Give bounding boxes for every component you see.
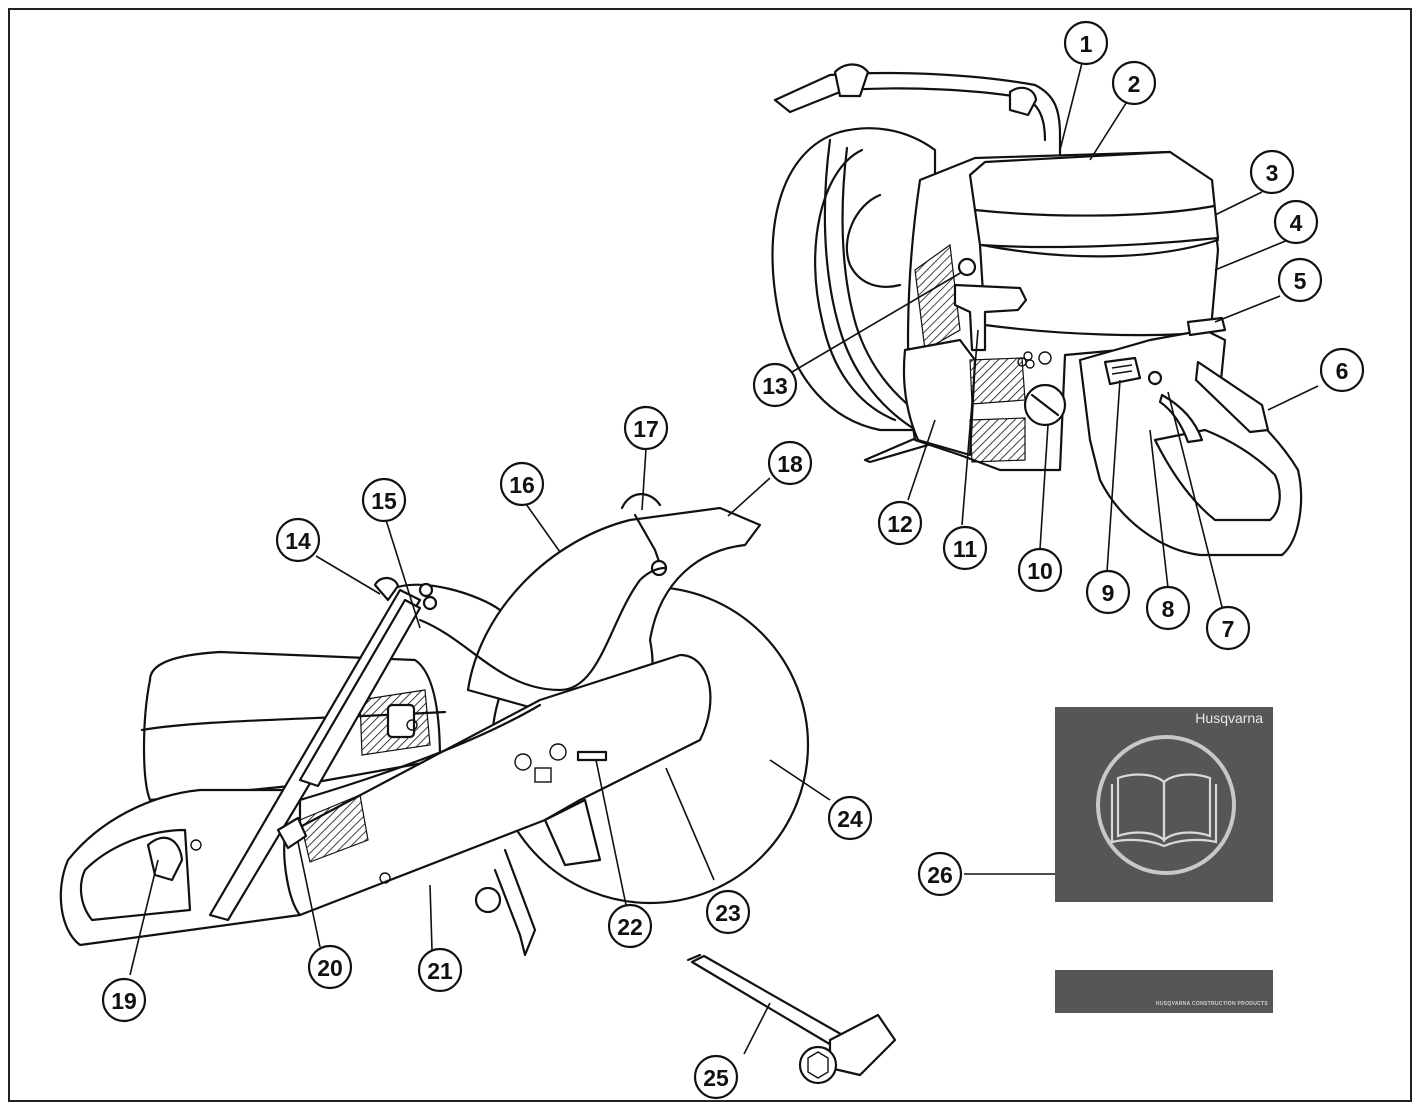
callout-circle xyxy=(361,477,407,523)
callout-5: 5 xyxy=(1277,257,1323,303)
callout-circle xyxy=(623,405,669,451)
callout-7: 7 xyxy=(1205,605,1251,651)
callout-circle xyxy=(705,889,751,935)
callout-number: 3 xyxy=(1266,160,1279,186)
callout-number: 9 xyxy=(1102,580,1115,606)
callout-24: 24 xyxy=(827,795,873,841)
rear-handle-side xyxy=(59,788,302,947)
callout-22: 22 xyxy=(607,903,653,949)
callout-circle xyxy=(499,461,545,507)
callout-17: 17 xyxy=(623,405,669,451)
callout-15: 15 xyxy=(361,477,407,523)
callout-circle xyxy=(877,500,923,546)
callout-number: 16 xyxy=(509,472,535,498)
callout-number: 11 xyxy=(953,536,978,562)
saw-rear-view xyxy=(771,63,1303,557)
saw-side-view xyxy=(59,493,810,957)
callout-19: 19 xyxy=(101,977,147,1023)
callout-number: 20 xyxy=(317,955,343,981)
callout-number: 17 xyxy=(633,416,659,442)
callout-circle xyxy=(1017,547,1063,593)
callout-number: 15 xyxy=(371,488,397,514)
manual-spine xyxy=(1055,970,1273,1013)
callout-16: 16 xyxy=(499,461,545,507)
cutting-arm xyxy=(283,653,712,917)
callout-2: 2 xyxy=(1111,60,1157,106)
open-book-icon xyxy=(1110,773,1218,848)
callout-3: 3 xyxy=(1249,149,1295,195)
callout-number: 14 xyxy=(285,528,311,554)
diagram-border xyxy=(8,8,1412,1102)
callout-circle xyxy=(417,947,463,993)
callout-12: 12 xyxy=(877,500,923,546)
cylinder-cover xyxy=(968,150,1220,249)
callout-circle xyxy=(275,517,321,563)
callout-circle xyxy=(101,977,147,1023)
callout-circle xyxy=(1063,20,1109,66)
combination-wrench xyxy=(686,953,897,1085)
callout-number: 8 xyxy=(1162,596,1175,622)
front-handle-rear xyxy=(773,71,1062,162)
callout-1: 1 xyxy=(1063,20,1109,66)
callout-25: 25 xyxy=(693,1054,739,1100)
callout-number: 24 xyxy=(837,806,863,832)
callout-number: 2 xyxy=(1128,71,1141,97)
callout-circle xyxy=(1273,199,1319,245)
callout-circle xyxy=(942,525,988,571)
callout-circle xyxy=(827,795,873,841)
callout-8: 8 xyxy=(1145,585,1191,631)
callout-23: 23 xyxy=(705,889,751,935)
callout-13: 13 xyxy=(752,362,798,408)
callout-4: 4 xyxy=(1273,199,1319,245)
leader-lines xyxy=(129,62,1319,1055)
callout-number: 12 xyxy=(887,511,913,537)
callout-circle xyxy=(917,851,963,897)
callout-number: 21 xyxy=(427,958,453,984)
callout-number: 18 xyxy=(777,451,803,477)
callout-number: 7 xyxy=(1222,616,1235,642)
callout-circle xyxy=(767,440,813,486)
callout-circle xyxy=(1319,347,1365,393)
callout-circle xyxy=(1145,585,1191,631)
manual-tagline: HUSQVARNA CONSTRUCTION PRODUCTS xyxy=(1156,1001,1268,1007)
callout-number: 5 xyxy=(1294,268,1307,294)
callout-18: 18 xyxy=(767,440,813,486)
callout-6: 6 xyxy=(1319,347,1365,393)
callout-26: 26 xyxy=(917,851,963,897)
callout-number: 6 xyxy=(1336,358,1349,384)
callout-circle xyxy=(607,903,653,949)
callout-number: 23 xyxy=(715,900,741,926)
blade-guard-rear xyxy=(771,127,937,432)
callout-circle xyxy=(693,1054,739,1100)
callout-number: 10 xyxy=(1027,558,1053,584)
callout-number: 19 xyxy=(111,988,137,1014)
callout-circle xyxy=(1085,569,1131,615)
callout-20: 20 xyxy=(307,944,353,990)
callout-11: 11 xyxy=(942,525,988,571)
callout-circle xyxy=(1205,605,1251,651)
callout-circle xyxy=(1249,149,1295,195)
callout-circle xyxy=(1111,60,1157,106)
callout-number: 22 xyxy=(617,914,643,940)
callout-number: 25 xyxy=(703,1065,729,1091)
manual-brand: Husqvarna xyxy=(1195,710,1263,726)
callout-circle xyxy=(307,944,353,990)
callout-9: 9 xyxy=(1085,569,1131,615)
callout-10: 10 xyxy=(1017,547,1063,593)
callout-21: 21 xyxy=(417,947,463,993)
starter-handle xyxy=(953,283,1028,352)
callout-number: 4 xyxy=(1290,210,1303,236)
callout-number: 26 xyxy=(927,862,953,888)
callout-number: 1 xyxy=(1080,31,1093,57)
callout-number: 13 xyxy=(762,373,788,399)
callout-circle xyxy=(1277,257,1323,303)
operator-manual: Husqvarna HUSQVARNA CONSTRUCTION PRODUCT… xyxy=(1055,707,1273,1013)
callout-circle xyxy=(752,362,798,408)
callout-14: 14 xyxy=(275,517,321,563)
